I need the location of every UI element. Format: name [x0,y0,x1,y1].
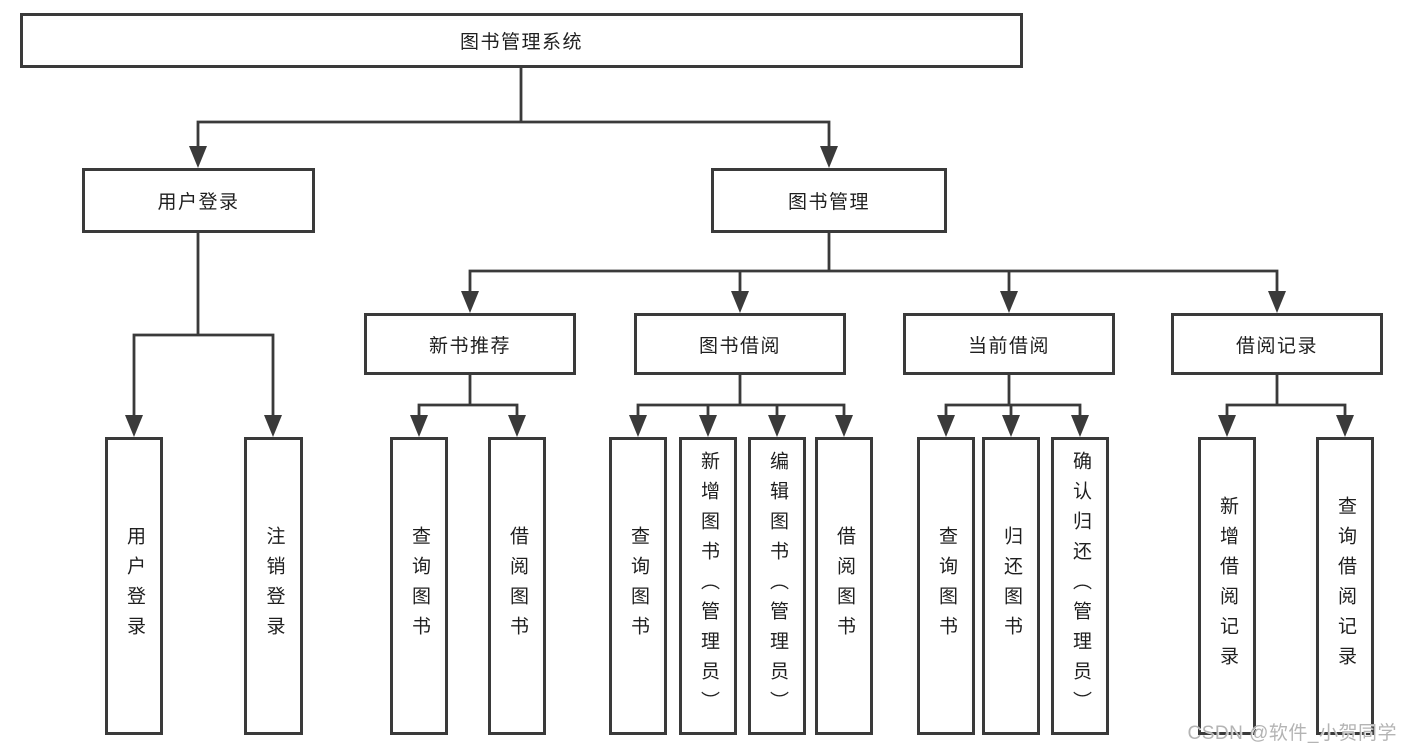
node-book-management: 图书管理 [711,168,947,233]
node-library-system: 图书管理系统 [20,13,1023,68]
leaf-logout-label: 注销登录 [263,526,285,646]
connector-bookmgmt-bus [468,269,1279,295]
node-borrowing-records-label: 借阅记录 [1235,335,1318,357]
leaf-current-return-books: 归还图书 [982,437,1040,735]
leaf-user-login: 用户登录 [105,437,163,735]
leaf-user-login-label: 用户登录 [123,526,145,646]
csdn-watermark: CSDN @软件_小贺同学 [1187,723,1397,744]
leaf-recommend-query-books: 查询图书 [390,437,448,735]
leaf-borrowing-add-books-admin: 新增图书（管理员） [679,437,737,735]
node-book-borrowing: 图书借阅 [634,313,846,375]
node-new-book-recommendation: 新书推荐 [364,313,576,375]
leaf-current-query-books-label: 查询图书 [935,526,957,646]
leaf-borrowing-edit-books-admin-label: 编辑图书（管理员） [766,451,788,721]
leaf-current-query-books: 查询图书 [917,437,975,735]
connector-level1-bus [196,120,831,150]
leaf-borrowing-edit-books-admin: 编辑图书（管理员） [748,437,806,735]
node-current-borrowing: 当前借阅 [903,313,1115,375]
leaf-current-return-books-label: 归还图书 [1000,526,1022,646]
leaf-current-confirm-return-admin: 确认归还（管理员） [1051,437,1109,735]
node-library-system-label: 图书管理系统 [459,32,583,53]
connector-current-bus [944,403,1082,419]
leaf-current-confirm-return-admin-label: 确认归还（管理员） [1069,451,1091,721]
node-user-login-label: 用户登录 [157,192,240,213]
leaf-borrowing-query-books-label: 查询图书 [627,526,649,646]
arrowheads [125,146,1354,437]
leaf-records-query-record: 查询借阅记录 [1316,437,1374,735]
leaf-borrowing-borrow-books: 借阅图书 [815,437,873,735]
leaf-records-add-record-label: 新增借阅记录 [1216,496,1238,676]
connector-borrowing-bus [636,403,846,419]
leaf-borrowing-add-books-admin-label: 新增图书（管理员） [697,451,719,721]
node-user-login: 用户登录 [82,168,315,233]
node-book-borrowing-label: 图书借阅 [698,335,781,357]
leaf-recommend-query-books-label: 查询图书 [408,526,430,646]
leaf-borrowing-query-books: 查询图书 [609,437,667,735]
leaf-recommend-borrow-books: 借阅图书 [488,437,546,735]
node-new-book-recommendation-label: 新书推荐 [428,335,511,357]
leaf-logout: 注销登录 [244,437,303,735]
node-borrowing-records: 借阅记录 [1171,313,1383,375]
connector-userlogin-bus [132,333,275,419]
leaf-records-query-record-label: 查询借阅记录 [1334,496,1356,676]
connector-rec-bus [417,403,519,419]
connector-records-bus [1225,403,1347,419]
leaf-records-add-record: 新增借阅记录 [1198,437,1256,735]
leaf-recommend-borrow-books-label: 借阅图书 [506,526,528,646]
leaf-borrowing-borrow-books-label: 借阅图书 [833,526,855,646]
node-book-management-label: 图书管理 [787,192,870,213]
node-current-borrowing-label: 当前借阅 [967,335,1050,357]
